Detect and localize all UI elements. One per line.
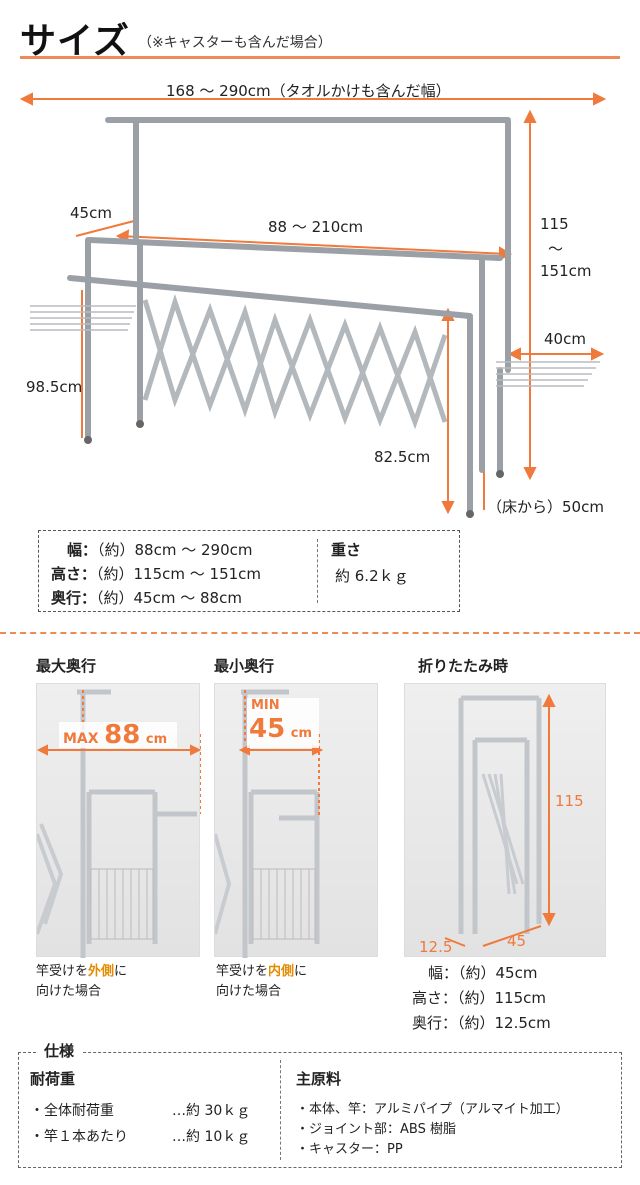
folded-height: 高さ：（約）115cm	[412, 987, 546, 1008]
folded-depth: 奥行：（約）12.5cm	[412, 1012, 551, 1033]
scissor-arms	[142, 293, 448, 430]
material-item-0: ・本体、竿：アルミパイプ（アルマイト加工）	[296, 1102, 569, 1117]
casters	[84, 420, 504, 518]
summary-weight-label: 重さ	[331, 541, 362, 559]
summary-depth: 奥行：（約）45cm 〜 88cm	[51, 587, 242, 608]
min-depth-illustration	[213, 689, 324, 958]
min-depth-photo: MIN 45 cm	[213, 683, 378, 958]
folded-width-value: （約）45cm	[458, 964, 538, 982]
min-depth-caption: 竿受けを内側に 向けた場合	[216, 962, 307, 1002]
summary-width: 幅：（約）88cm 〜 290cm	[67, 539, 253, 560]
min-caption-part-c: 向けた場合	[216, 984, 282, 999]
folded-depth-label: 奥行：	[412, 1014, 458, 1032]
max-depth-badge-unit: cm	[145, 732, 168, 747]
section-divider	[0, 632, 640, 634]
max-depth-title: 最大奥行	[36, 657, 97, 675]
max-caption-part-b: に	[114, 964, 128, 979]
max-depth-badge: MAX 88 cm	[63, 720, 167, 750]
min-depth-title: 最小奥行	[214, 657, 275, 675]
folded-width-label: 幅：	[428, 964, 459, 982]
max-depth-illustration	[35, 689, 202, 958]
page-title: サイズ	[20, 21, 130, 62]
max-caption-part-c: 向けた場合	[36, 984, 102, 999]
min-depth-badge-value: 45	[249, 714, 286, 744]
height-top-label-a: 115	[540, 215, 569, 233]
max-depth-badge-prefix: MAX	[63, 731, 99, 747]
summary-height: 高さ：（約）115cm 〜 151cm	[51, 563, 261, 584]
load-item-name-0: ・全体耐荷重	[30, 1103, 114, 1119]
folded-width-mark: 45	[507, 932, 527, 950]
height-top-label-c: 151cm	[540, 262, 592, 280]
min-caption-part-a: 竿受けを	[216, 964, 269, 979]
summary-weight-value: 約 6.2ｋｇ	[335, 567, 409, 585]
left-height-label: 98.5cm	[26, 378, 83, 396]
folded-height-value: （約）115cm	[457, 989, 547, 1007]
folded-height-mark: 115	[555, 792, 584, 810]
front-height-label: 82.5cm	[374, 448, 431, 466]
title-underline	[20, 56, 620, 59]
towel-depth-label: 40cm	[544, 330, 586, 348]
max-caption-highlight: 外側	[88, 964, 115, 979]
load-title: 耐荷重	[30, 1070, 76, 1088]
folded-photo: 115 12.5 45	[404, 683, 606, 957]
summary-depth-label: 奥行：	[51, 589, 97, 607]
spec-box	[18, 1052, 622, 1168]
folded-illustration	[444, 693, 556, 947]
rack-frame	[67, 117, 511, 513]
folded-width: 幅：（約）45cm	[428, 962, 537, 983]
load-item-name-1: ・竿１本あたり	[30, 1129, 128, 1145]
material-title: 主原料	[296, 1070, 342, 1088]
load-item-value-1: …約 10ｋｇ	[172, 1129, 251, 1145]
summary-width-label: 幅：	[67, 541, 98, 559]
max-caption-part-a: 竿受けを	[36, 964, 89, 979]
depth-side-label: 45cm	[70, 204, 112, 222]
page-subtitle: （※キャスターも含んだ場合）	[138, 35, 332, 51]
min-caption-part-b: に	[294, 964, 308, 979]
floor-clearance-label: （床から）50cm	[487, 498, 604, 516]
min-depth-badge-prefix: MIN	[251, 698, 280, 713]
max-depth-caption: 竿受けを外側に 向けた場合	[36, 962, 127, 1002]
folded-depth-mark: 12.5	[419, 938, 453, 956]
summary-height-value: （約）115cm 〜 151cm	[96, 565, 262, 583]
load-item-value-0: …約 30ｋｇ	[172, 1103, 251, 1119]
min-depth-badge-unit: cm	[290, 726, 313, 741]
rail-width-label: 88 〜 210cm	[268, 218, 364, 236]
folded-height-label: 高さ：	[412, 989, 458, 1007]
height-top-label-b: 〜	[548, 240, 564, 258]
dimension-summary-box: 幅：（約）88cm 〜 290cm 高さ：（約）115cm 〜 151cm 奥行…	[38, 530, 460, 612]
summary-depth-value: （約）45cm 〜 88cm	[96, 589, 242, 607]
spec-divider	[280, 1060, 281, 1160]
towel-racks	[30, 305, 600, 387]
min-depth-badge: 45 cm	[249, 714, 312, 744]
max-depth-photo: MAX 88 cm	[35, 683, 202, 958]
width-total-label: 168 〜 290cm（タオルかけも含んだ幅）	[166, 82, 451, 100]
summary-width-value: （約）88cm 〜 290cm	[97, 541, 253, 559]
material-item-1: ・ジョイント部：ABS 樹脂	[296, 1122, 456, 1137]
folded-depth-value: （約）12.5cm	[457, 1014, 551, 1032]
max-depth-badge-value: 88	[104, 720, 141, 750]
rack-diagram	[19, 92, 607, 518]
folded-title: 折りたたみ時	[418, 657, 509, 675]
spec-label: 仕様	[36, 1040, 83, 1061]
summary-height-label: 高さ：	[51, 565, 97, 583]
summary-divider	[317, 539, 318, 603]
min-caption-highlight: 内側	[268, 964, 295, 979]
material-item-2: ・キャスター：PP	[296, 1142, 403, 1157]
